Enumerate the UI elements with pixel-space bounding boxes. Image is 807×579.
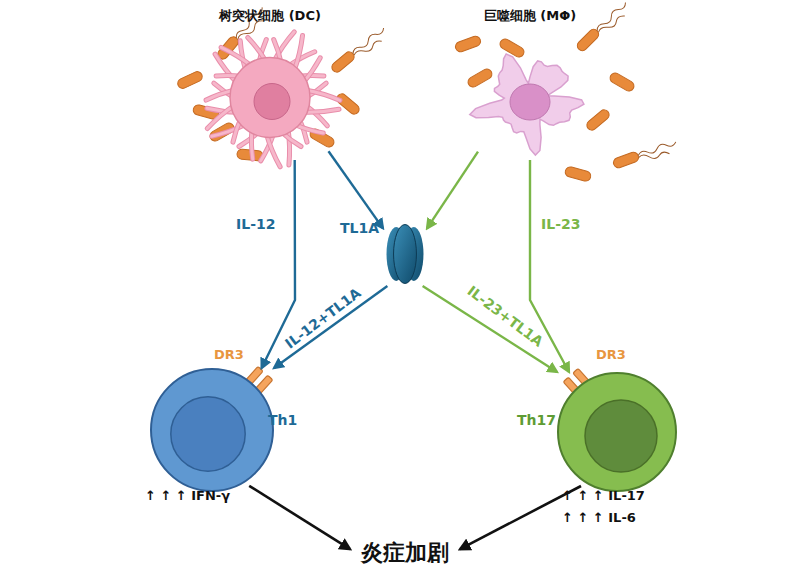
edge-label: IL-12+TL1A [282,285,364,353]
receptor-label: DR3 [596,347,626,363]
arrow-connector [329,151,384,228]
th17-outline [557,372,677,492]
bacterium [498,37,526,59]
bacterium [454,35,482,53]
bacterium [575,0,632,56]
tl1a-protein: TL1A [383,222,427,286]
bacterium [585,108,611,132]
dc-outline [205,35,335,160]
th1-outline [150,368,274,492]
edge-label: IL-23+TL1A [464,283,546,351]
node-label: Th17 [517,412,556,429]
bacterium [330,24,390,77]
node-label: TL1A [335,220,379,237]
bacterium [466,67,494,89]
node-label: 巨噬细胞 (MΦ) [445,8,615,24]
th17-cell: Th17 [557,372,677,492]
cytokine-label: ↑ ↑ ↑ IFN-γ [145,488,230,504]
edge-label: IL-12 [236,216,275,233]
bacterium [176,70,204,90]
th1-cell: Th1 [150,368,274,492]
cytokine-label: ↑ ↑ ↑ IL-6 [562,510,636,526]
receptor-label: DR3 [214,347,244,363]
arrow-connector [274,286,387,368]
arrow-connector [427,152,478,229]
tl1a-outline [383,222,427,286]
dendritic-cell: 树突状细胞 (DC) [205,35,335,160]
macrophage-cell: 巨噬细胞 (MΦ) [465,40,595,160]
node-label: Th1 [268,412,308,429]
bacterium [335,92,361,116]
arrow-connector [249,486,350,549]
mac-outline [465,40,595,160]
node-label: 树突状细胞 (DC) [185,8,355,24]
edge-label: IL-23 [541,216,580,233]
bacterium [564,166,592,182]
bacteria-group [176,0,679,182]
outcome-text: 炎症加剧 [350,538,460,570]
cytokine-label: ↑ ↑ ↑ IL-17 [562,488,645,504]
bacterium [612,137,679,173]
bacterium [608,71,636,93]
node-label: 炎症加剧 [350,540,460,566]
